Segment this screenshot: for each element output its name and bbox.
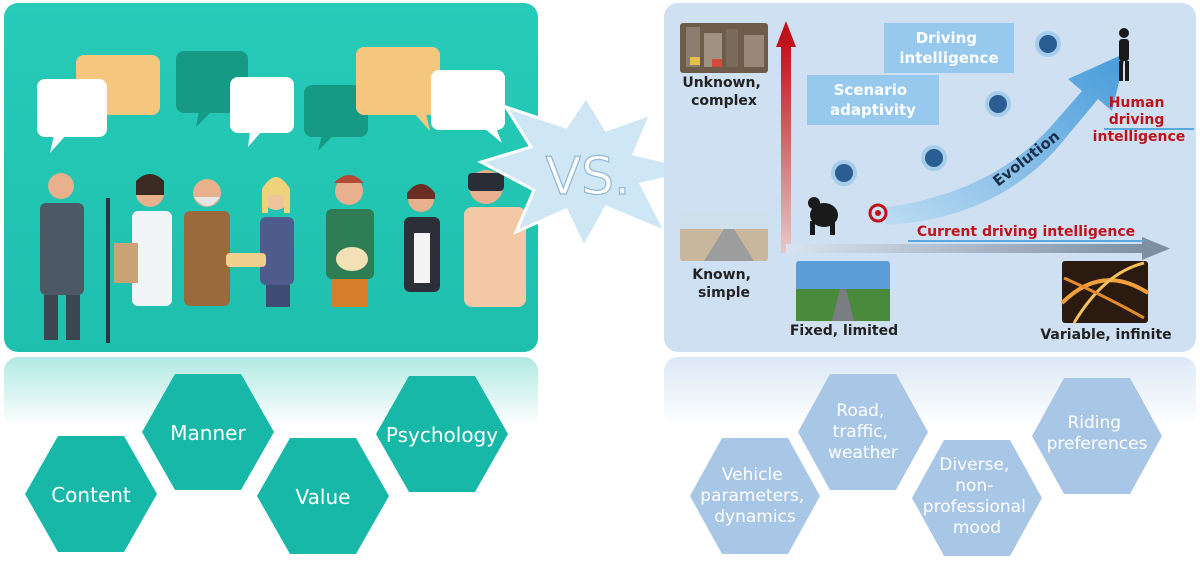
driving-intelligence-line2: intelligence (899, 49, 998, 67)
svg-text:Human driving intellig: Human driving intelligence (1093, 95, 1186, 145)
y-axis (781, 43, 791, 253)
hex-label-manner: Manner (170, 421, 246, 445)
hex-mood-line2: non- (955, 476, 993, 496)
hex-label-value: Value (296, 485, 351, 509)
hex-riding-line1: Riding (1067, 413, 1121, 433)
human-icon (1119, 28, 1129, 81)
globe-icon (921, 145, 947, 171)
human-label-line3: intelligence (1093, 129, 1186, 145)
y-top-label-line1: Unknown, (682, 75, 760, 91)
hexagon-mood: Diverse, non- professional mood (912, 440, 1042, 556)
hexagon-value: Value (257, 438, 389, 554)
thumbnail-highway-interchange (1060, 261, 1150, 324)
vs-burst: VS. (477, 94, 702, 251)
target-icon (868, 203, 888, 223)
hex-road-line1: Road, (836, 401, 884, 421)
y-top-label-line2: complex (691, 93, 757, 109)
person-vr-user (464, 170, 526, 307)
person-doctor (114, 174, 172, 306)
y-bottom-label-line2: simple (698, 285, 750, 301)
scenario-adaptivity-line2: adaptivity (830, 101, 916, 119)
people-illustration (37, 47, 526, 343)
person-painter (326, 175, 374, 307)
hex-label-content: Content (51, 483, 131, 507)
svg-text:Road, traffic, wea: Road, traffic, weather (828, 401, 898, 463)
svg-text:Unknown, complex: Unknown, complex (682, 75, 765, 109)
current-intelligence-label: Current driving intelligence (917, 224, 1135, 240)
svg-text:Scenario adaptivity: Scenario adaptivity (830, 81, 916, 119)
hex-road-line3: weather (828, 443, 898, 463)
thumbnail-quiet-street (680, 211, 768, 261)
speech-bubbles (37, 47, 505, 153)
hex-vehicle-line3: dynamics (714, 507, 796, 527)
svg-text:Driving intelligence: Driving intelligence (899, 29, 998, 67)
y-bottom-label-line1: Known, (692, 267, 751, 283)
person-mechanic (40, 173, 110, 343)
x-right-label: Variable, infinite (1040, 327, 1171, 343)
scenario-adaptivity-line1: Scenario (834, 81, 908, 99)
person-waitress (404, 184, 440, 292)
hex-riding-line2: preferences (1047, 434, 1148, 454)
driving-intelligence-line1: Driving (916, 29, 977, 47)
hexagon-road: Road, traffic, weather (798, 374, 928, 490)
svg-text:Known, simple: Known, simple (692, 267, 756, 301)
scenario-adaptivity-box (807, 75, 939, 125)
hex-vehicle-line1: Vehicle (722, 465, 783, 485)
hexagon-riding: Riding preferences (1032, 378, 1162, 494)
hex-mood-line1: Diverse, (939, 455, 1009, 475)
hex-mood-line4: mood (953, 518, 1001, 538)
globe-icon (1035, 31, 1061, 57)
intelligence-diagram: Unknown, complex Known, simple Fixed, li… (680, 21, 1194, 343)
right-hexagon-group: Vehicle parameters, dynamics Road, traff… (690, 374, 1162, 556)
hexagon-psychology: Psychology (376, 376, 508, 492)
hex-label-psychology: Psychology (386, 423, 498, 447)
ape-icon (808, 197, 838, 235)
svg-text:Riding preferences: Riding preferences (1047, 413, 1148, 454)
driving-intelligence-box (884, 23, 1014, 73)
globe-icon (831, 160, 857, 186)
human-label-line2: driving (1109, 112, 1165, 128)
person-stewardess (226, 177, 294, 307)
hex-road-line2: traffic, (833, 422, 888, 442)
person-professor (184, 179, 230, 306)
x-axis-arrowhead (1142, 237, 1170, 260)
thumbnail-city-street (680, 23, 768, 73)
left-panel (4, 3, 538, 352)
human-label-line1: Human (1109, 95, 1165, 111)
vs-label: VS. (545, 147, 630, 207)
hexagon-manner: Manner (142, 374, 274, 490)
x-axis (786, 244, 1146, 253)
hexagon-content: Content (25, 436, 157, 552)
evolution-arrow (882, 53, 1126, 225)
hex-mood-line3: professional (923, 497, 1026, 517)
svg-text:Diverse, non- prof: Diverse, non- professional mood (923, 455, 1031, 538)
y-axis-arrowhead (776, 21, 796, 47)
globe-icon (985, 91, 1011, 117)
hex-vehicle-line2: parameters, (700, 486, 804, 506)
hexagon-vehicle: Vehicle parameters, dynamics (690, 438, 820, 554)
evolution-label: Evolution (989, 127, 1063, 190)
left-hexagon-group: Content Manner Value Psychology (25, 374, 508, 554)
x-left-label: Fixed, limited (790, 323, 898, 339)
thumbnail-open-road (796, 261, 890, 321)
svg-text:Vehicle parameters,: Vehicle parameters, dynamics (700, 465, 809, 527)
